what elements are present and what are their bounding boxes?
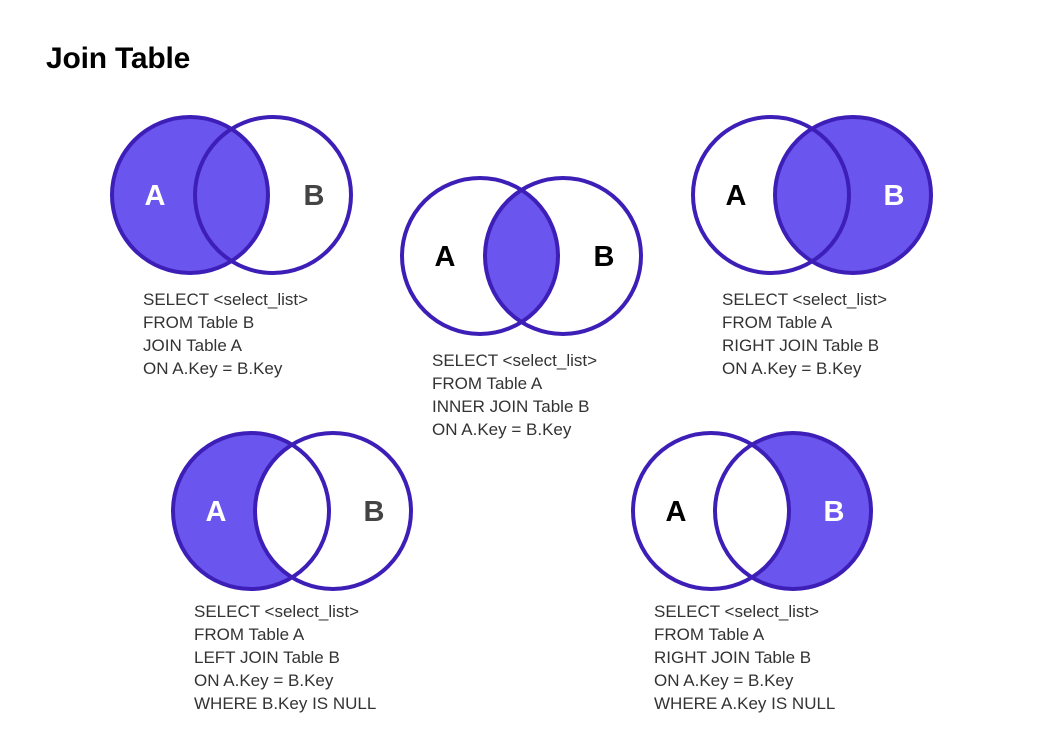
page-title: Join Table (46, 42, 191, 75)
sql-line: WHERE B.Key IS NULL (194, 694, 377, 713)
sql-snippet-right-exclusive: SELECT <select_list> FROM Table A RIGHT JO… (654, 600, 835, 715)
sql-line: FROM Table B (143, 313, 255, 332)
sql-line: FROM Table A (432, 374, 543, 393)
sql-line: WHERE A.Key IS NULL (654, 694, 836, 713)
sql-snippet-left: SELECT <select_list> FROM Table B JOIN Tab… (143, 288, 308, 380)
sql-line: SELECT <select_list> (432, 351, 598, 370)
circle-a-outline (631, 431, 791, 591)
sql-line: ON A.Key = B.Key (143, 359, 283, 378)
circle-b-outline (713, 431, 873, 591)
sql-line: ON A.Key = B.Key (432, 420, 572, 439)
sql-line: FROM Table A (194, 625, 305, 644)
sql-line: FROM Table A (654, 625, 765, 644)
circle-b-outline (773, 115, 933, 275)
sql-line: SELECT <select_list> (143, 290, 309, 309)
circle-b-fill (255, 433, 411, 589)
circle-a-outline (691, 115, 851, 275)
b-only-region (752, 432, 871, 589)
sql-line: INNER JOIN Table B (432, 397, 590, 416)
circle-b-outline (193, 115, 353, 275)
sql-line: SELECT <select_list> (194, 602, 360, 621)
intersection-region (485, 189, 558, 323)
circle-b-outline (483, 176, 643, 336)
sql-line: SELECT <select_list> (722, 290, 888, 309)
label-b: B (364, 496, 385, 528)
label-b: B (824, 496, 845, 528)
label-a: A (435, 241, 456, 273)
label-a: A (145, 180, 166, 212)
label-a: A (206, 496, 227, 528)
label-b: B (594, 241, 615, 273)
sql-line: ON A.Key = B.Key (722, 359, 862, 378)
circle-a-outline (400, 176, 560, 336)
sql-snippet-inner: SELECT <select_list> FROM Table A INNER JO… (432, 349, 597, 441)
sql-snippet-right: SELECT <select_list> FROM Table A RIGHT JO… (722, 288, 887, 380)
sql-line: RIGHT JOIN Table B (654, 648, 812, 667)
sql-line: JOIN Table A (143, 336, 242, 355)
sql-line: RIGHT JOIN Table B (722, 336, 880, 355)
sql-line: ON A.Key = B.Key (194, 671, 334, 690)
circle-a-outline (171, 431, 331, 591)
label-b: B (304, 180, 325, 212)
circle-a-fill (112, 117, 268, 273)
circle-b-fill (775, 117, 931, 273)
circle-b-outline (253, 431, 413, 591)
circle-a-outline (110, 115, 270, 275)
label-a: A (726, 180, 747, 212)
sql-line: ON A.Key = B.Key (654, 671, 794, 690)
sql-line: LEFT JOIN Table B (194, 648, 340, 667)
sql-line: FROM Table A (722, 313, 833, 332)
sql-snippet-left-exclusive: SELECT <select_list> FROM Table A LEFT JOI… (194, 600, 376, 715)
label-b: B (884, 180, 905, 212)
a-only-region (172, 432, 292, 589)
label-a: A (666, 496, 687, 528)
sql-line: SELECT <select_list> (654, 602, 820, 621)
